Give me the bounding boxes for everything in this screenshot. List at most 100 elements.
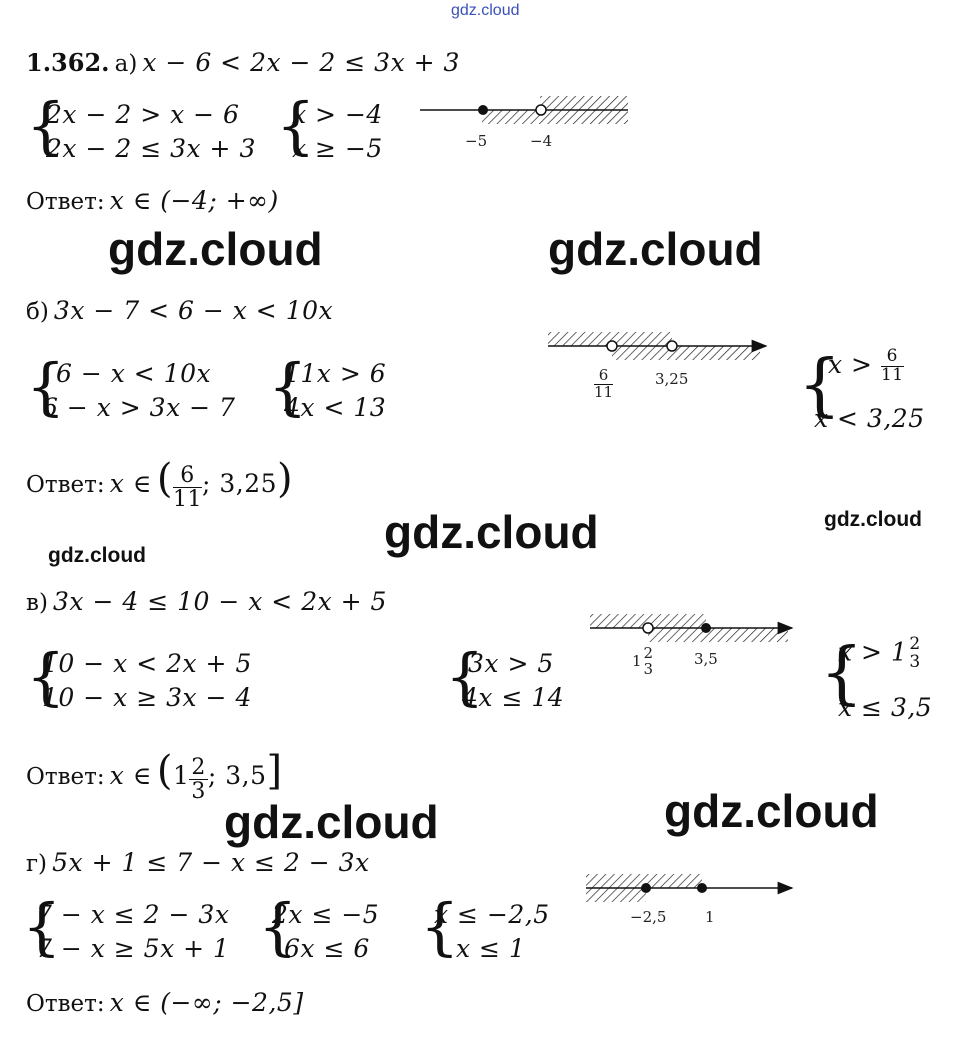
tick-label: 3,5 xyxy=(694,650,718,668)
system-line: 6x ≤ 6 xyxy=(284,934,370,963)
part-g-system2: 2x ≤ −5 6x ≤ 6 xyxy=(272,898,379,966)
tick-frac-den: 11 xyxy=(594,382,614,401)
part-g-system1: 7 − x ≤ 2 − 3x 7 − x ≥ 5x + 1 xyxy=(36,898,229,966)
answer-whole: 1 xyxy=(172,761,190,790)
brace: { xyxy=(26,350,66,423)
part-b-system3-line1: x > 6 11 xyxy=(828,347,904,385)
paren-left: ( xyxy=(156,748,173,794)
system-line: 2x − 2 > x − 6 xyxy=(46,100,240,129)
hatch-x-le-3-5 xyxy=(590,614,706,628)
part-a-answer: Ответ: x ∈ (−4; +∞) xyxy=(26,186,279,215)
part-b-label: б) xyxy=(26,299,49,325)
system-line: x > −4 xyxy=(292,100,383,129)
tick-label-mixed: 1 2 3 xyxy=(632,644,655,678)
answer-pre: x ∈ xyxy=(109,469,152,498)
part-b-system1: 6 − x < 10x 6 − x > 3x − 7 xyxy=(42,357,235,425)
tick-label: −2,5 xyxy=(630,908,667,926)
number-line-b xyxy=(548,332,768,360)
frac-num: 6 xyxy=(880,347,904,367)
watermark: gdz.cloud xyxy=(548,223,763,275)
watermark: gdz.cloud xyxy=(224,796,439,848)
part-v-system3-line1: x > 1 2 3 xyxy=(838,634,923,672)
watermark: gdz.cloud xyxy=(384,506,599,558)
number-line-g xyxy=(586,874,794,902)
system-line: 7 − x ≤ 2 − 3x xyxy=(36,900,230,929)
part-a-system2: x > −4 x ≥ −5 xyxy=(292,98,383,166)
watermark-small: gdz.cloud xyxy=(48,544,146,567)
open-point xyxy=(642,622,654,634)
part-a-system1: 2x − 2 > x − 6 2x − 2 ≤ 3x + 3 xyxy=(46,98,256,166)
system-line: x ≥ −5 xyxy=(292,134,383,163)
bracket-right: ] xyxy=(266,748,283,794)
tick-frac-den: 3 xyxy=(643,659,654,678)
part-g-system3: x ≤ −2,5 x ≤ 1 xyxy=(434,898,550,966)
system-line: x > 1 xyxy=(838,637,908,667)
brace: { xyxy=(26,89,66,162)
tick-label: 3,25 xyxy=(655,370,689,388)
brace: { xyxy=(22,890,62,963)
part-a-statement: x − 6 < 2x − 2 ≤ 3x + 3 xyxy=(142,48,460,77)
answer-value: x ∈ (−∞; −2,5] xyxy=(109,988,304,1017)
watermark: gdz.cloud xyxy=(108,223,323,275)
hatch-x-lt-3-25 xyxy=(548,332,672,346)
system-line: 2x − 2 ≤ 3x + 3 xyxy=(46,134,256,163)
answer-label: Ответ: xyxy=(26,764,105,790)
system-line: 4x ≤ 14 xyxy=(462,683,565,712)
hatch-x-gt-minus4 xyxy=(540,96,628,110)
tick-frac-num: 2 xyxy=(643,644,654,662)
part-v-statement: 3x − 4 ≤ 10 − x < 2x + 5 xyxy=(53,587,387,616)
part-b-header: б) 3x − 7 < 6 − x < 10x xyxy=(26,296,333,325)
frac-num: 2 xyxy=(909,634,921,654)
part-a-label: а) xyxy=(114,51,138,77)
brace: { xyxy=(26,640,66,713)
part-g-answer: Ответ: x ∈ (−∞; −2,5] xyxy=(26,988,304,1017)
system-line: 10 − x ≥ 3x − 4 xyxy=(42,683,252,712)
frac-den: 11 xyxy=(172,487,202,512)
part-v-header: в) 3x − 4 ≤ 10 − x < 2x + 5 xyxy=(26,587,387,616)
system-line: 6 − x < 10x xyxy=(56,359,212,388)
number-line-a xyxy=(420,96,628,124)
answer-post: ; 3,5 xyxy=(207,761,267,790)
hatch-x-le-1 xyxy=(586,874,702,888)
hatch-x-gt-1-2-3 xyxy=(648,628,788,642)
part-b-answer: Ответ: x ∈ ( 6 11 ; 3,25) xyxy=(26,456,293,511)
system-line: 10 − x < 2x + 5 xyxy=(42,649,252,678)
open-point xyxy=(535,104,547,116)
tick-label-fraction: 6 11 xyxy=(594,367,614,401)
filled-point xyxy=(478,105,488,115)
system-line: 3x > 5 xyxy=(468,649,554,678)
frac-num: 6 xyxy=(172,464,202,488)
filled-point xyxy=(697,883,707,893)
system-line: 6 − x > 3x − 7 xyxy=(42,393,236,422)
hatch-x-ge-minus5 xyxy=(482,110,628,124)
system-line: 7 − x ≥ 5x + 1 xyxy=(36,934,230,963)
frac-den: 11 xyxy=(880,364,904,385)
part-v-system3-line2: x ≤ 3,5 xyxy=(838,693,933,722)
part-b-system3-line2: x < 3,25 xyxy=(814,404,925,433)
brace: { xyxy=(798,346,842,425)
part-b-system2: 11x > 6 4x < 13 xyxy=(284,357,386,425)
system-line: x ≤ 1 xyxy=(456,934,526,963)
tick-whole: 1 xyxy=(632,651,642,670)
watermark: gdz.cloud xyxy=(664,785,879,837)
part-g-statement: 5x + 1 ≤ 7 − x ≤ 2 − 3x xyxy=(52,848,370,877)
part-b-statement: 3x − 7 < 6 − x < 10x xyxy=(53,296,334,325)
answer-post: ; 3,25 xyxy=(201,469,278,498)
problem-number: 1.362. xyxy=(26,48,110,77)
frac-den: 3 xyxy=(909,651,921,672)
answer-label: Ответ: xyxy=(26,472,105,498)
brace: { xyxy=(820,634,864,713)
system-line: x ≤ −2,5 xyxy=(434,900,550,929)
part-a-header: 1.362. а) x − 6 < 2x − 2 ≤ 3x + 3 xyxy=(26,48,460,77)
system-line: 4x < 13 xyxy=(284,393,387,422)
answer-label: Ответ: xyxy=(26,189,105,215)
part-v-system1: 10 − x < 2x + 5 10 − x ≥ 3x − 4 xyxy=(42,647,252,715)
answer-label: Ответ: xyxy=(26,991,105,1017)
hatch-x-le-minus2-5 xyxy=(586,888,646,902)
frac-den: 3 xyxy=(191,779,206,804)
open-point xyxy=(666,340,678,352)
number-line-v xyxy=(590,614,794,642)
part-g-label: г) xyxy=(26,851,48,877)
paren-left: ( xyxy=(156,456,173,502)
system-line: 11x > 6 xyxy=(284,359,387,388)
